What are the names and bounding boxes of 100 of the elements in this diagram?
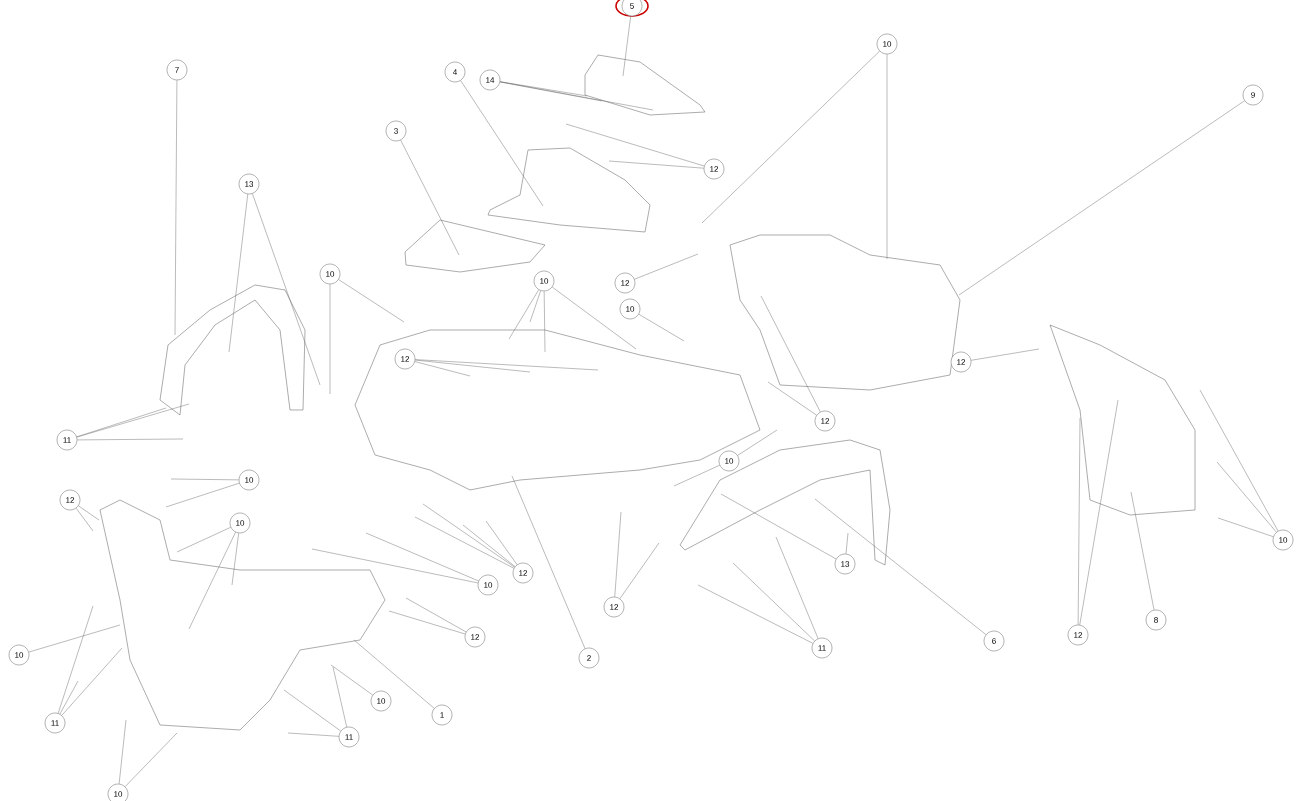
leader-line	[188, 532, 236, 630]
leader-line	[886, 54, 888, 260]
callout-number: 11	[811, 637, 833, 659]
callout-number: 6	[983, 630, 1005, 652]
leader-line	[78, 505, 100, 521]
callout-number: 13	[238, 173, 260, 195]
callout-number: 12	[59, 489, 81, 511]
callout-number: 12	[603, 596, 625, 618]
callout-number: 12	[394, 348, 416, 370]
callout-number: 12	[614, 272, 636, 294]
callout-number: 12	[464, 626, 486, 648]
leader-line	[414, 359, 531, 373]
leader-line	[1199, 389, 1279, 532]
leader-line	[405, 597, 467, 633]
leader-line	[57, 605, 94, 714]
leader-line	[565, 123, 705, 167]
callout-number: 10	[718, 450, 740, 472]
leader-line	[414, 516, 515, 569]
leader-line	[353, 639, 435, 709]
leader-line	[330, 664, 373, 696]
leader-line	[814, 498, 987, 635]
leader-line	[77, 438, 184, 441]
callout-number: 10	[229, 512, 251, 534]
callout-number: 11	[338, 726, 360, 748]
leader-line	[737, 429, 778, 456]
leader-line	[499, 81, 654, 111]
leader-line	[638, 314, 685, 342]
leader-line	[414, 361, 471, 377]
callout-number: 8	[1145, 609, 1167, 631]
callout-number: 10	[477, 574, 499, 596]
callout-number: 10	[619, 298, 641, 320]
callout-number: 12	[703, 158, 725, 180]
leader-line	[673, 465, 720, 487]
leader-line	[59, 680, 79, 715]
callout-number: 10	[8, 644, 30, 666]
leader-line	[485, 520, 518, 565]
callout-number: 4	[444, 61, 466, 83]
callout-number: 9	[1242, 84, 1264, 106]
leader-line	[252, 193, 321, 386]
callout-number: 14	[479, 69, 501, 91]
callout-number: 12	[512, 562, 534, 584]
leader-line	[338, 279, 405, 323]
leader-line	[732, 562, 815, 642]
leader-line	[61, 647, 123, 716]
leader-line	[720, 493, 837, 560]
leader-line	[775, 536, 819, 639]
leader-line	[311, 548, 479, 584]
leader-line	[329, 284, 331, 395]
callout-number: 11	[44, 712, 66, 734]
leader-line	[124, 732, 178, 787]
leader-line	[365, 532, 479, 582]
leader-line	[415, 359, 599, 371]
callout-number: 10	[370, 690, 392, 712]
leader-line	[462, 524, 516, 567]
callout-number: 3	[385, 120, 407, 142]
leader-line	[760, 295, 821, 413]
leader-line	[845, 532, 849, 555]
callout-number: 12	[950, 351, 972, 373]
leader-line	[165, 482, 240, 508]
leader-line	[552, 286, 637, 350]
leader-line	[388, 610, 466, 635]
leader-line	[508, 289, 539, 340]
leader-line	[1130, 491, 1155, 611]
leader-line	[634, 253, 699, 280]
leader-line	[283, 689, 341, 732]
leader-line	[697, 584, 814, 644]
leader-line	[1216, 461, 1277, 533]
leader-line	[958, 100, 1245, 296]
leader-line	[767, 381, 817, 416]
leader-line	[614, 511, 622, 597]
leader-line	[231, 532, 239, 586]
leader-line	[400, 139, 460, 256]
leader-line	[529, 290, 541, 323]
callout-number: 7	[166, 59, 188, 81]
callout-number: 10	[238, 469, 260, 491]
leader-line	[75, 508, 94, 532]
leader-line	[499, 81, 588, 97]
callout-number: 10	[319, 263, 341, 285]
leader-line	[170, 478, 239, 481]
callout-number: 1	[431, 704, 453, 726]
leader-line	[176, 527, 231, 553]
leader-line	[422, 503, 515, 568]
leader-line	[76, 403, 190, 438]
leader-line	[287, 732, 339, 737]
leader-line	[228, 193, 248, 353]
leader-line	[332, 666, 347, 728]
leader-line	[511, 475, 586, 649]
callout-number: 10	[107, 783, 129, 801]
callout-number: 10	[876, 33, 898, 55]
leader-line	[619, 542, 660, 599]
callout-number: 12	[1067, 624, 1089, 646]
callout-number: 10	[533, 270, 555, 292]
callout-number: 5	[621, 0, 643, 17]
leader-line	[1077, 417, 1081, 625]
leader-line	[701, 50, 880, 224]
leader-line	[608, 160, 704, 169]
callout-number: 12	[814, 410, 836, 432]
leader-line	[543, 291, 546, 353]
leader-line	[76, 407, 167, 438]
leader-line	[622, 15, 631, 77]
